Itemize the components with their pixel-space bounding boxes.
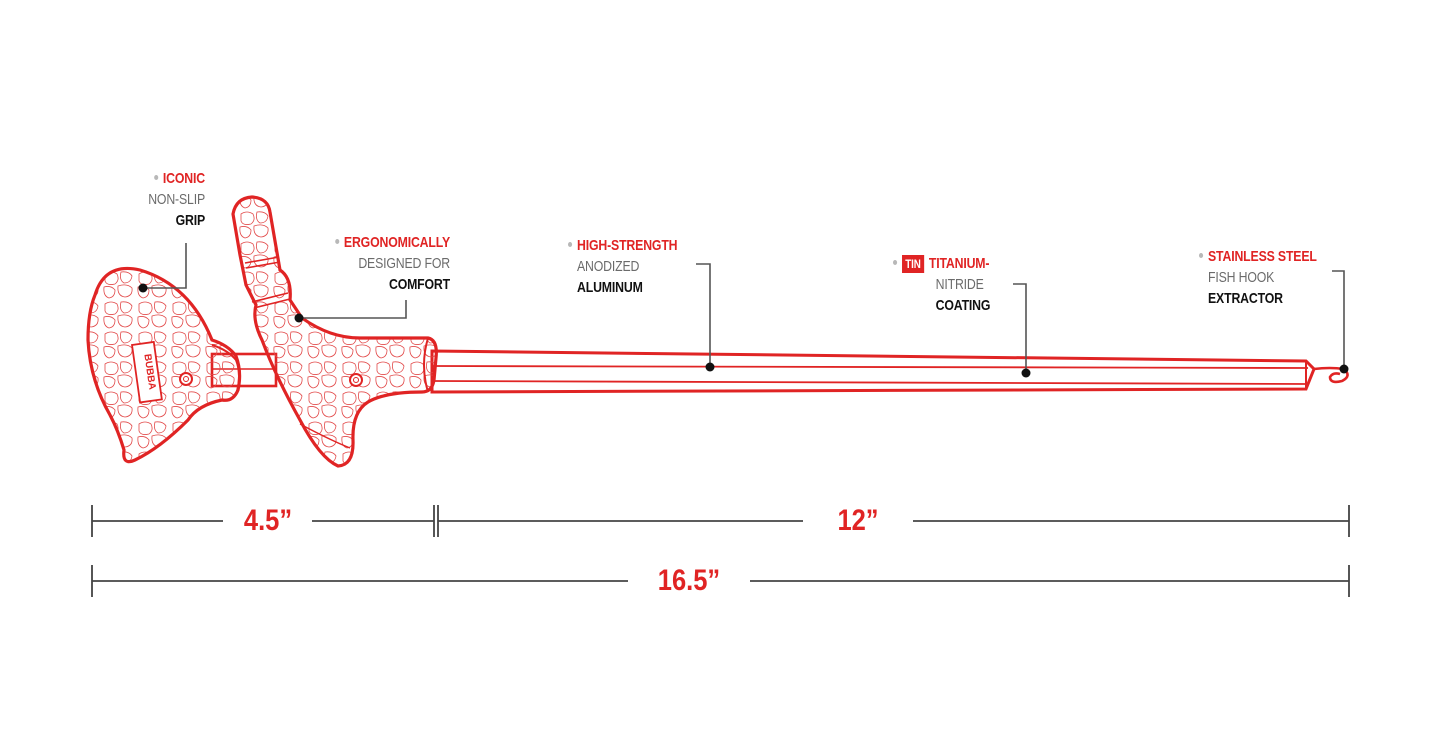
aluminum-shaft [430,349,1316,394]
dimension-handle-label: 4.5” [243,504,293,537]
bullet-icon [334,238,340,244]
tin-badge: TiN [902,255,924,273]
callout-ergonomic: ERGONOMICALLY DESIGNED FOR COMFORT [311,232,450,295]
front-grip [231,195,438,468]
callout-coating: TiNTITANIUM- NITRIDE COATING [893,253,1016,316]
bullet-icon [568,241,573,247]
svg-text:BUBBA: BUBBA [141,353,157,390]
leader-lines [143,243,1345,373]
dimension-total-label: 16.5” [657,564,721,597]
rear-grip: BUBBA [86,266,242,464]
dimension-shaft-label: 12” [837,504,879,537]
bullet-icon [893,259,898,265]
anchor-dots [138,283,1349,378]
callout-grip: ICONIC NON-SLIP GRIP [148,170,205,229]
bullet-icon [1199,252,1204,258]
callout-extractor: STAINLESS STEEL FISH HOOK EXTRACTOR [1199,246,1330,309]
hook-extractor-tip [1313,366,1349,384]
dimension-lines [91,505,1350,597]
callout-aluminum: HIGH-STRENGTH ANODIZED ALUMINUM [568,235,707,298]
bubba-logo: BUBBA [130,340,163,404]
bullet-icon [153,174,159,180]
